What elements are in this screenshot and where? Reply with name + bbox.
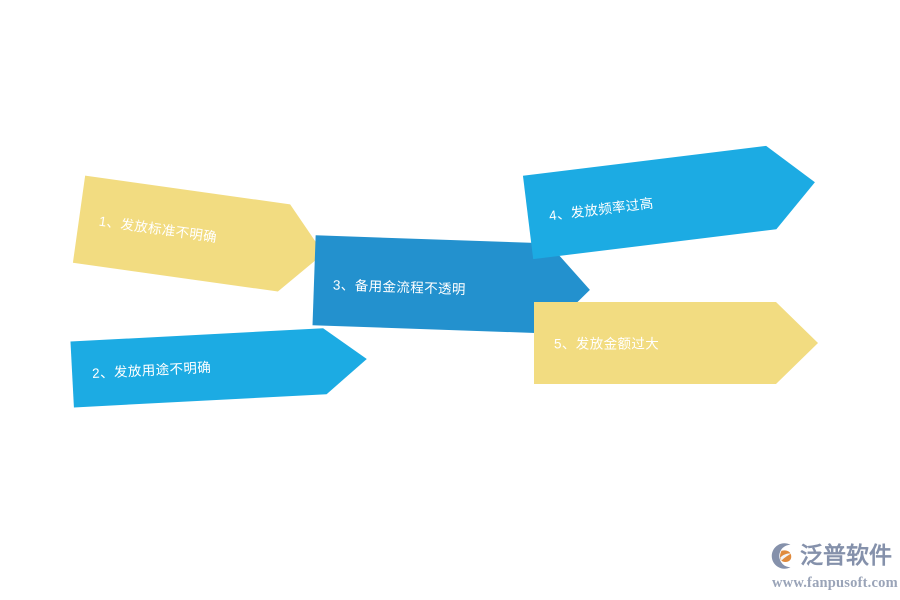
arrow-shape-3[interactable]: 3、备用金流程不透明 <box>312 235 592 335</box>
arrow-polygon-1 <box>72 175 324 292</box>
arrow-label-3: 3、备用金流程不透明 <box>333 276 466 297</box>
fanpusoft-logo: 泛普软件 www.fanpusoft.com <box>768 536 898 594</box>
logo-url: www.fanpusoft.com <box>772 575 898 592</box>
logo-wordmark: 泛普软件 <box>800 542 892 569</box>
arrow-polygon-2 <box>70 328 367 408</box>
arrow-polygon-3 <box>312 235 590 334</box>
arrow-shape-1[interactable]: 1、发放标准不明确 <box>72 175 330 298</box>
arrow-shape-4[interactable]: 4、发放频率过高 <box>522 141 820 260</box>
fanpu-logo-mark-icon <box>771 543 792 569</box>
arrow-label-5: 5、发放金额过大 <box>554 337 659 352</box>
arrow-label-2: 2、发放用途不明确 <box>92 359 212 381</box>
arrow-shape-5[interactable]: 5、发放金额过大 <box>534 302 818 384</box>
arrow-polygon-4 <box>522 145 815 260</box>
arrow-polygon-5 <box>534 302 818 384</box>
arrow-shape-2[interactable]: 2、发放用途不明确 <box>70 326 368 408</box>
logo-top-row: 泛普软件 <box>768 539 892 573</box>
